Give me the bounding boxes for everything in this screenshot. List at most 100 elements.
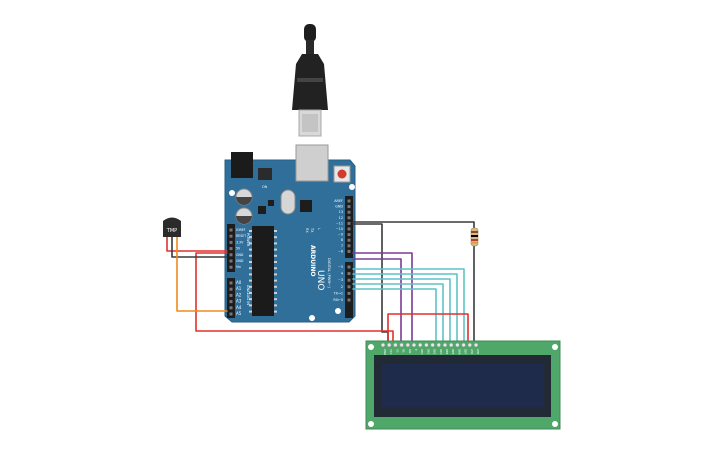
header-pin (229, 287, 233, 291)
lcd-pin-label: DB6 (457, 349, 461, 355)
chip-pin (274, 292, 277, 294)
power-pin-label: GND (236, 259, 244, 263)
digital-header-top (345, 196, 353, 258)
lcd-pin-label: LED (476, 349, 480, 354)
analog-pin-label: A0 (236, 280, 242, 285)
wire-black-gnd-resistor (352, 221, 475, 229)
arduino-model-text: UNO (315, 270, 325, 290)
analog-pin-label: A4 (236, 305, 242, 310)
arduino-uno-board: ARDUINO UNO DIGITAL (PWM~) POWER ANALOG … (224, 144, 356, 323)
digital-pin-label: ~5 (338, 265, 343, 269)
chip-pin (274, 248, 277, 251)
lcd-pin (474, 343, 479, 348)
power-pin-label: 3.3V (236, 240, 244, 244)
analog-pin-label: A2 (236, 292, 242, 297)
lcd-pin-label: GND (383, 349, 387, 355)
voltage-regulator (258, 168, 272, 180)
digital-pin-label: 7 (341, 244, 343, 248)
wires (166, 221, 475, 345)
lcd-pin (418, 343, 423, 348)
digital-pin-label: 2 (341, 285, 343, 289)
chip-pin (249, 242, 252, 245)
lcd-pin-label: DB5 (451, 349, 455, 355)
digital-pin-label: 8 (341, 238, 343, 242)
wire-red-sensor-vcc (166, 236, 228, 252)
header-pin (347, 216, 351, 220)
power-pin-label: GND (236, 253, 244, 257)
chip-pin (249, 261, 252, 263)
digital-pin-label: AREF (334, 199, 343, 203)
lcd-pin (393, 343, 398, 348)
rx-led-label: RX (305, 228, 309, 233)
chip-pin (249, 310, 252, 313)
lcd-pin-label: DB0 (420, 349, 424, 355)
lcd-pin-label: VCC (389, 349, 393, 355)
header-pin (347, 298, 351, 302)
chip-pin (274, 230, 277, 232)
wire-black-sensor-gnd (171, 236, 228, 258)
header-pin (347, 244, 351, 248)
lcd-pin (449, 343, 454, 348)
chip-pin (274, 298, 277, 301)
power-pin-label: Vin (236, 265, 241, 269)
digital-pin-label: GND (335, 205, 343, 209)
lcd-pin (430, 343, 435, 348)
lcd-pin (436, 343, 441, 348)
lcd-pin-label: LED (470, 349, 474, 354)
header-pin (229, 228, 233, 232)
digital-pin-label: ~9 (338, 233, 343, 237)
lcd-pin (455, 343, 460, 348)
header-pin (347, 278, 351, 282)
lcd-pin (443, 343, 448, 348)
lcd-screen (382, 364, 544, 407)
wire-red-5v-lcd-led (387, 313, 469, 345)
digital-pin-label: 13 (339, 210, 343, 214)
lcd-pin (399, 343, 404, 348)
lcd-pin (381, 343, 386, 348)
chip-pin (274, 261, 277, 263)
digital-pin-label: 4 (341, 272, 343, 276)
lcd-pin (405, 343, 410, 348)
lcd-pin-label: DB3 (439, 349, 443, 355)
header-pin (347, 227, 351, 231)
lcd-pin-label: E (414, 349, 418, 351)
analog-header (227, 278, 235, 318)
usb-b-port (295, 144, 329, 182)
digital-pin-label: ~6 (338, 249, 343, 253)
chip-pin (249, 267, 252, 270)
header-pin (229, 306, 233, 310)
analog-pin-label: A1 (236, 286, 242, 291)
digital-pin-label: TX→1 (333, 291, 343, 295)
wire-cyan-db4 (352, 268, 465, 345)
chip-pin (274, 273, 277, 276)
analog-pin-label: A3 (236, 299, 242, 304)
wire-orange-sensor-a0 (176, 236, 228, 312)
digital-pin-label: ~11 (336, 221, 343, 225)
chip-pin (249, 285, 252, 288)
digital-header-bottom (345, 262, 353, 318)
chip-pin (249, 304, 252, 307)
chip-pin (274, 310, 277, 313)
lcd-pin-label: RW (408, 349, 412, 354)
header-pin (229, 265, 233, 269)
lcd-pin-label: DB1 (426, 349, 430, 355)
chip-pin (249, 230, 252, 232)
chip-pin (274, 279, 277, 282)
chip-pin (274, 236, 277, 239)
power-pin-label: RESET (236, 234, 246, 238)
lcd-pin-label: DB2 (433, 349, 437, 355)
analog-pin-label: A5 (236, 311, 242, 316)
header-pin (229, 312, 233, 316)
sensor-label: TMP (166, 228, 177, 234)
header-pin (347, 249, 351, 253)
atmega-chip (252, 226, 274, 316)
lcd-pin (461, 343, 466, 348)
analog-in-label: ANALOG IN (246, 285, 250, 305)
wire-cyan-db5 (352, 273, 458, 345)
header-pin (347, 265, 351, 269)
crystal-oscillator (280, 189, 296, 215)
on-led-label: ON (262, 185, 268, 189)
header-pin (347, 205, 351, 209)
